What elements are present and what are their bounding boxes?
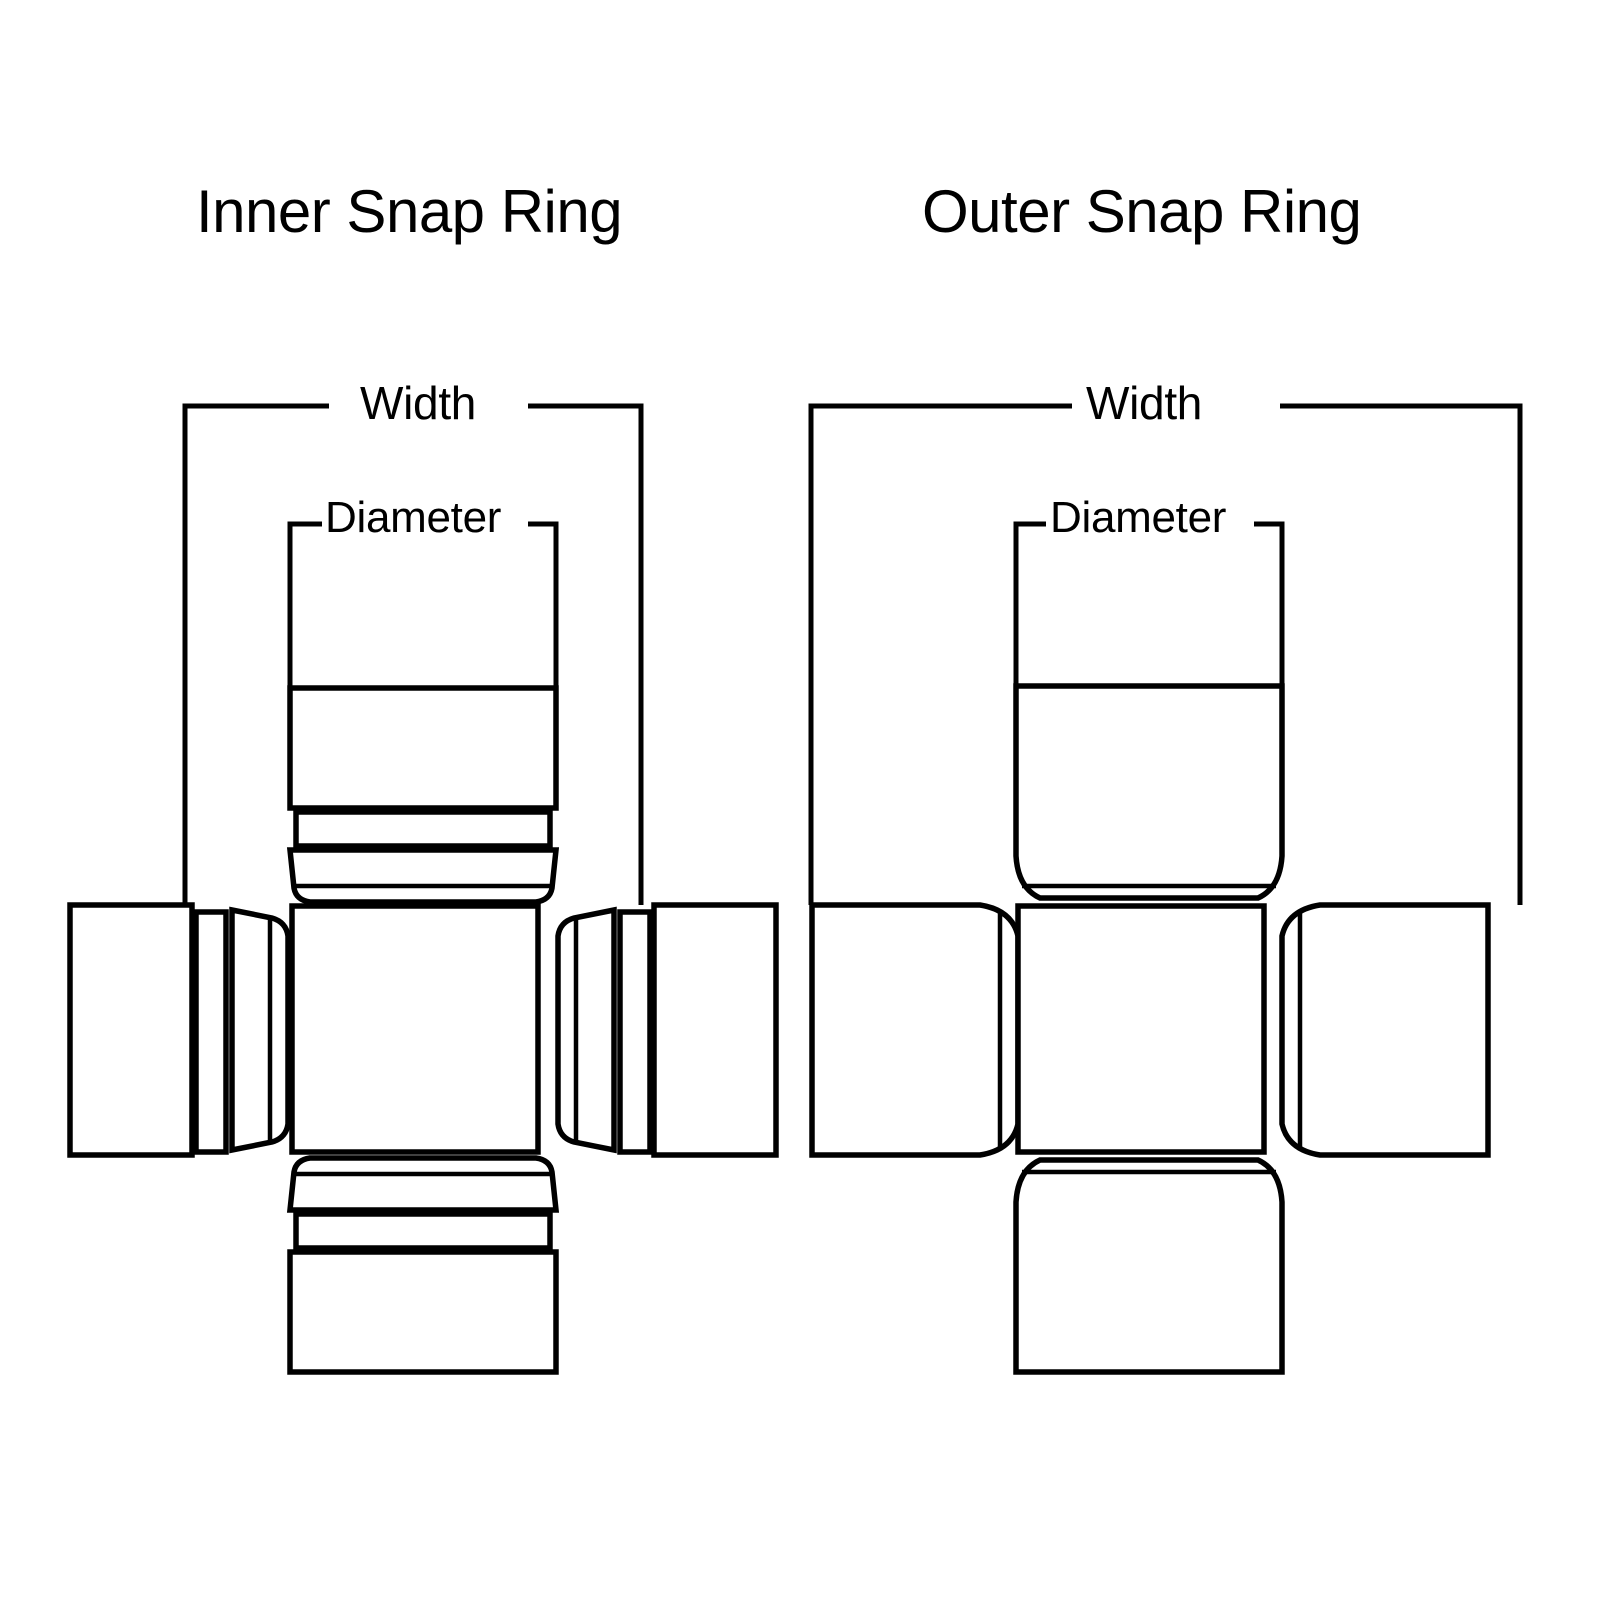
- left-cap-snap-ring-band: [193, 909, 229, 1155]
- top-cap-snap-ring-band: [293, 809, 553, 849]
- width-dim-right-leg-right: [1280, 403, 1523, 905]
- diameter-dimension-label-right: Diameter: [1050, 493, 1227, 542]
- center-cross-body-right-diagram: [1015, 903, 1267, 1155]
- left-bearing-cap-right-diagram: [809, 902, 1021, 1158]
- bottom-cap-tapered-shoulder: [286, 1155, 560, 1213]
- left-bearing-cap-left-diagram: [67, 902, 291, 1158]
- width-dimension-right: [808, 403, 1523, 905]
- center-cross-body-left-diagram: [289, 903, 541, 1155]
- width-dim-left-leg-right: [808, 403, 1072, 905]
- top-cap-tapered-shoulder: [286, 847, 560, 905]
- inner-snap-ring-title: Inner Snap Ring: [196, 178, 623, 245]
- left-cap-tapered-shoulder: [229, 906, 291, 1154]
- width-dimension-label-left: Width: [360, 377, 477, 429]
- diameter-dimension-left: [287, 521, 559, 688]
- width-dim-left-leg: [182, 403, 329, 905]
- diameter-dimension-label-left: Diameter: [325, 493, 502, 542]
- right-bearing-cap-left-diagram: [555, 902, 779, 1158]
- outer-snap-ring-title: Outer Snap Ring: [922, 178, 1362, 245]
- top-cap-outer-body-right: [1013, 683, 1285, 901]
- diameter-dim-right-leg-right: [1254, 521, 1285, 686]
- right-cap-outer-body-right: [1279, 902, 1491, 1158]
- right-cap-snap-ring-band: [617, 909, 653, 1155]
- diameter-dim-right-leg: [528, 521, 559, 688]
- top-bearing-cap-left-diagram: [286, 685, 560, 905]
- left-cap-outer-body-right: [809, 902, 1021, 1158]
- width-dimension-left: [182, 403, 644, 905]
- top-bearing-cap-right-diagram: [1013, 683, 1285, 901]
- bottom-cap-snap-ring-band: [293, 1211, 553, 1251]
- bottom-cap-outer-body-right: [1013, 1157, 1285, 1375]
- width-dim-right-leg: [528, 403, 644, 905]
- bottom-bearing-cap-left-diagram: [286, 1155, 560, 1375]
- right-cap-tapered-shoulder: [555, 906, 617, 1154]
- right-cap-outer-body: [651, 902, 779, 1158]
- diameter-dim-left-leg: [287, 521, 322, 688]
- top-cap-outer-body: [287, 685, 559, 811]
- bottom-cap-outer-body: [287, 1249, 559, 1375]
- diameter-dimension-right: [1013, 521, 1285, 686]
- diameter-dim-left-leg-right: [1013, 521, 1046, 686]
- outer-snap-ring-drawing: [808, 403, 1523, 1375]
- bottom-bearing-cap-right-diagram: [1013, 1157, 1285, 1375]
- width-dimension-label-right: Width: [1086, 377, 1203, 429]
- right-bearing-cap-right-diagram: [1279, 902, 1491, 1158]
- inner-snap-ring-drawing: [67, 403, 779, 1375]
- left-cap-outer-body: [67, 902, 195, 1158]
